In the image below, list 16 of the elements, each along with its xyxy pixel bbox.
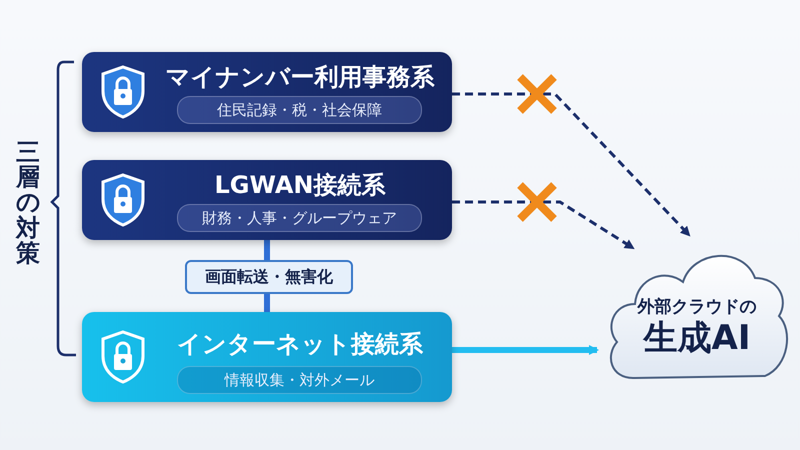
arrow [452,200,635,250]
subtitle-pill: 情報収集・対外メール [177,366,422,394]
edge-label: 画面転送・無害化 [185,260,353,294]
side-label: 三層の対策 [16,140,42,266]
system-box [82,160,452,240]
cloud-heading: 外部クラウドの [636,298,758,317]
cloud-title: 生成AI [642,320,752,358]
system-box [82,52,452,132]
subtitle-pill: 財務・人事・グループウェア [177,204,422,232]
box-title: マイナンバー利用事務系 [164,62,436,93]
system-box [82,312,452,402]
arrow [452,345,599,355]
subtitle-pill: 住民記録・税・社会保障 [177,96,422,124]
box-title: LGWAN接続系 [213,170,387,201]
arrow [452,92,690,236]
box-title: インターネット接続系 [176,329,424,360]
